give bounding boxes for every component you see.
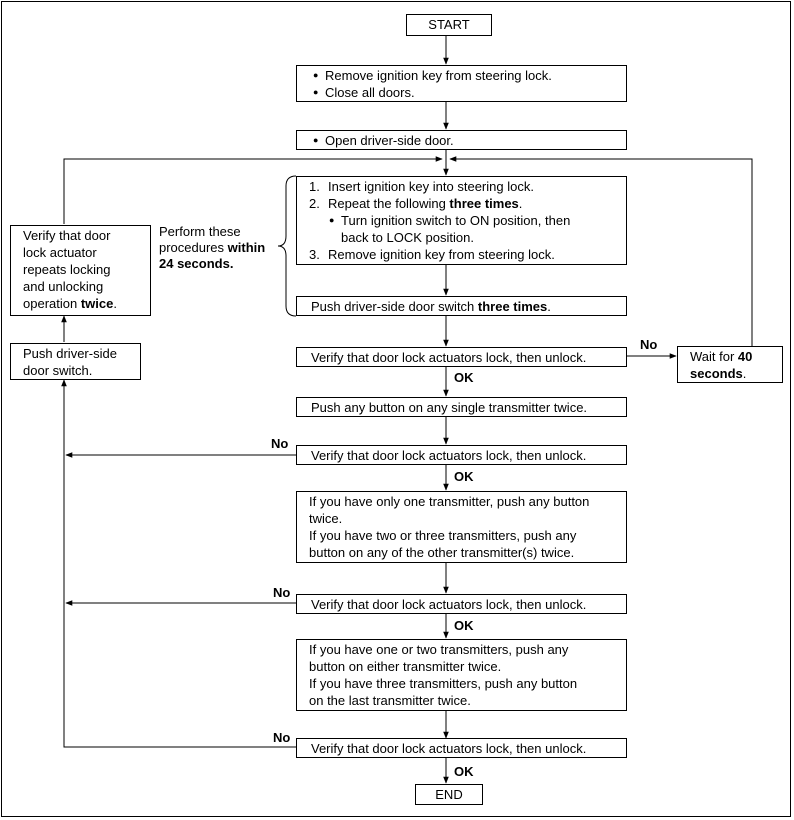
proc-insert-text: Insert ignition key into steering lock. [328,179,534,194]
verify-twice-bold: twice [80,296,114,311]
verify-2-text: Verify that door lock actuators lock, th… [311,448,587,463]
step-remove-key: Remove ignition key from steering lock. … [296,65,627,102]
brace [277,175,297,317]
proc-num-3: 3. [309,247,320,262]
verify-twice-line-3: repeats locking [23,262,111,277]
start-terminal: START [406,14,492,36]
push-door-left-line-1: Push driver-side [23,346,117,361]
proc-turn-line-2: back to LOCK position. [341,230,474,245]
ok-label-4: OK [454,764,474,779]
proc-num-1: 1. [309,179,320,194]
push-switch-post: . [547,299,551,314]
perform-line-2-bold: within [227,240,266,255]
two-line-2: button on either transmitter twice. [309,659,502,674]
decision-verify-4: Verify that door lock actuators lock, th… [296,738,627,758]
verify-1-text: Verify that door lock actuators lock, th… [311,350,587,365]
step-close-doors-line: Close all doors. [309,84,626,101]
step-push-any-button: Push any button on any single transmitte… [296,397,627,417]
no-label-2: No [271,436,289,451]
step-remove-key-line: Remove ignition key from steering lock. [309,67,626,84]
end-terminal: END [415,784,483,805]
arrow-left-loop [63,156,443,224]
step-push-door-left: Push driver-side door switch. [10,343,141,380]
push-switch-pre: Push driver-side door switch [311,299,478,314]
ok-label-3: OK [454,618,474,633]
verify-twice-line-1: Verify that door [23,228,111,243]
proc-line-3: 3. Remove ignition key from steering lock… [309,246,626,263]
verify-4-text: Verify that door lock actuators lock, th… [311,741,587,756]
step-open-door: Open driver-side door. [296,130,627,150]
wait-line-1: Wait for 40 [690,348,782,365]
one-line-2: twice. [309,511,343,526]
proc-num-2: 2. [309,196,320,211]
one-line-4: button on any of the other transmitter(s… [309,545,575,560]
start-label: START [428,17,470,32]
verify-twice-line-4: and unlocking [23,279,104,294]
ok-label-2: OK [454,469,474,484]
step-procedure: 1. Insert ignition key into steering lock… [296,176,627,265]
perform-line-2-pre: procedures [159,240,228,255]
step-wait: Wait for 40 seconds. [677,346,783,383]
two-line-4: on the last transmitter twice. [309,693,471,708]
step-one-transmitter: If you have only one transmitter, push a… [296,491,627,563]
wait-pre: Wait for [690,349,738,364]
no-label-4: No [273,730,291,745]
no-label-3: No [273,585,291,600]
proc-repeat-pre: Repeat the following [328,196,450,211]
proc-line-2: 2. Repeat the following three times. [309,195,626,212]
push-door-left-line-2: door switch. [23,363,93,378]
proc-repeat-bold: three times [449,196,519,211]
decision-verify-2: Verify that door lock actuators lock, th… [296,445,627,465]
wait-line-2: seconds. [690,365,782,382]
end-label: END [435,787,463,802]
verify-twice-line-5: operation twice. [23,295,150,312]
step-verify-twice: Verify that door lock actuator repeats l… [10,225,151,316]
perform-line-3: 24 seconds. [159,256,284,272]
no-label-1: No [640,337,658,352]
push-any-text: Push any button on any single transmitte… [311,400,588,415]
two-line-1: If you have one or two transmitters, pus… [309,642,569,657]
verify-twice-pre: operation [23,296,81,311]
perform-line-1: Perform these [159,224,241,239]
step-push-door-switch: Push driver-side door switch three times… [296,296,627,316]
perform-line-3-bold: 24 seconds. [159,256,234,271]
step-open-door-line: Open driver-side door. [309,132,626,149]
wait-post: . [742,366,747,381]
proc-remove-text: Remove ignition key from steering lock. [328,247,555,262]
one-line-1: If you have only one transmitter, push a… [309,494,590,509]
proc-turn-line-1: Turn ignition switch to ON position, the… [309,212,626,229]
arrow-wait-loop [449,156,753,346]
arrow-verify4-no [61,379,296,748]
decision-verify-3: Verify that door lock actuators lock, th… [296,594,627,614]
wait-unit: seconds [690,366,743,381]
verify-3-text: Verify that door lock actuators lock, th… [311,597,587,612]
two-line-3: If you have three transmitters, push any… [309,676,578,691]
push-switch-bold: three times [477,299,548,314]
perform-note: Perform these procedures within 24 secon… [159,224,284,272]
one-line-3: If you have two or three transmitters, p… [309,528,577,543]
verify-twice-post: . [113,296,117,311]
step-two-transmitters: If you have one or two transmitters, pus… [296,639,627,711]
wait-num: 40 [737,349,753,364]
proc-repeat-post: . [518,196,523,211]
verify-twice-line-2: lock actuator [23,245,97,260]
proc-line-1: 1. Insert ignition key into steering lock… [309,178,626,195]
ok-label-1: OK [454,370,474,385]
decision-verify-1: Verify that door lock actuators lock, th… [296,347,627,367]
perform-line-2: procedures within [159,240,284,256]
